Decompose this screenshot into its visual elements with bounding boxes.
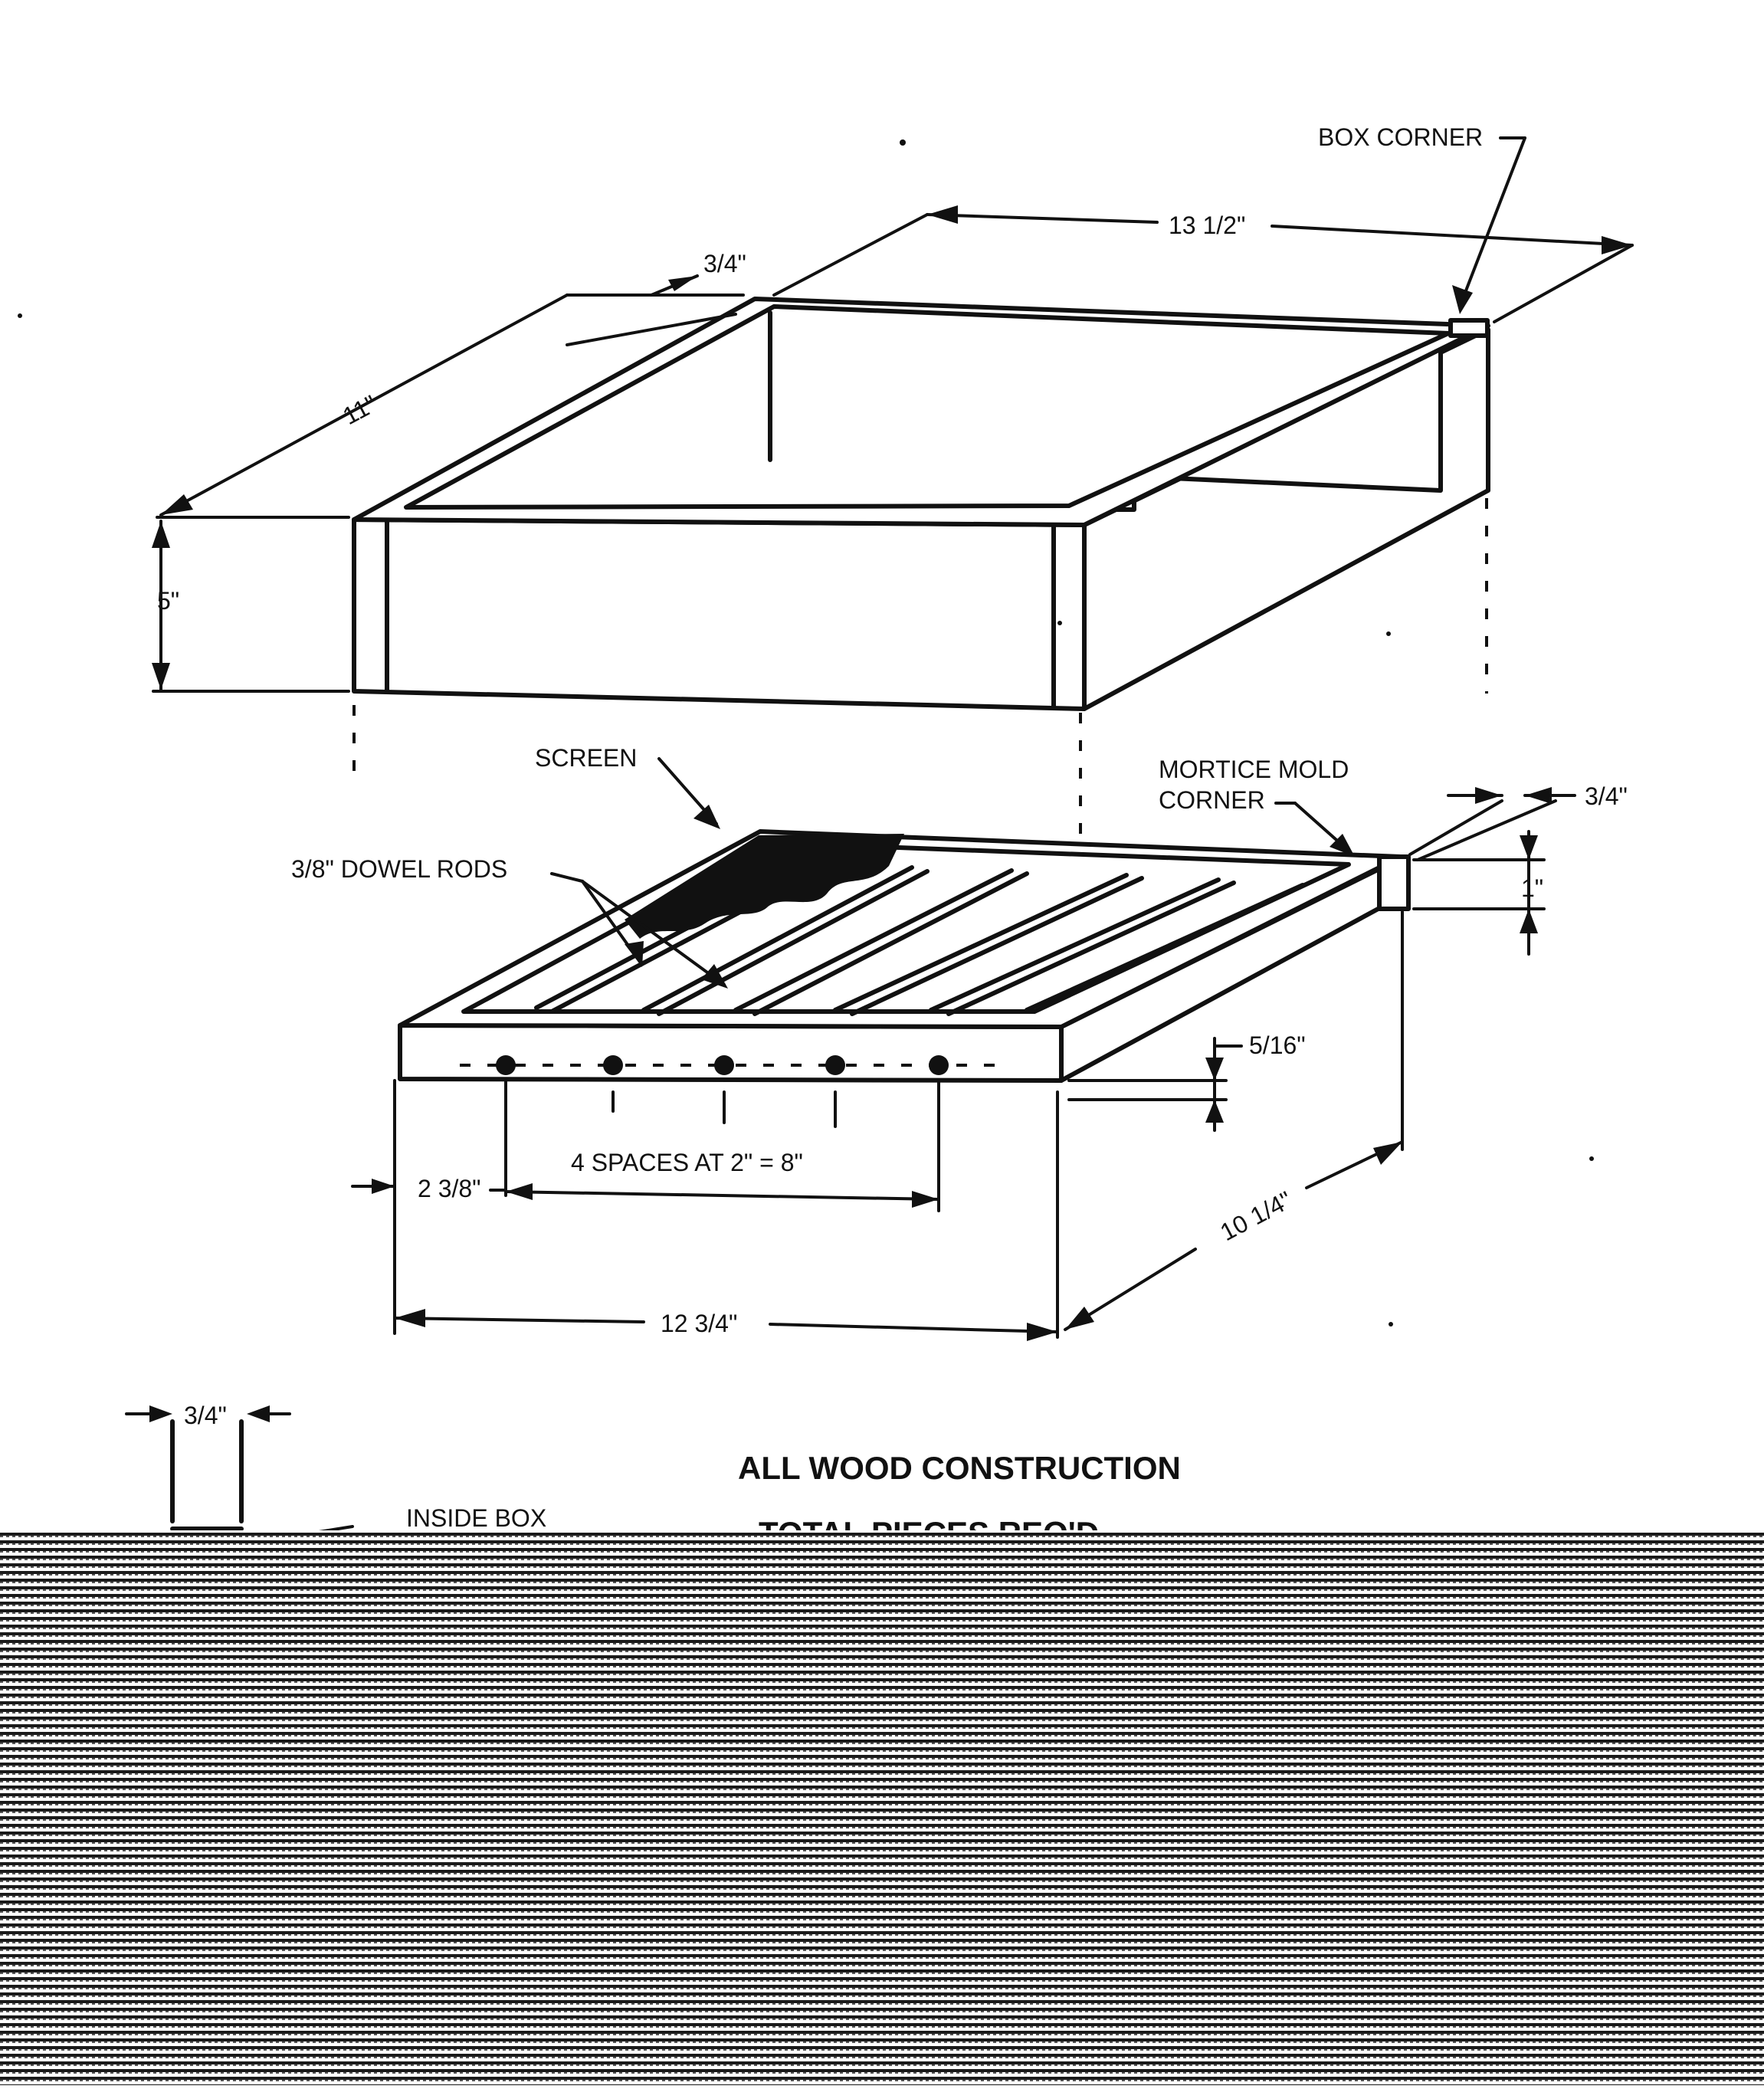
dowel-holes	[460, 1055, 1012, 1075]
mortice-label-line1: MORTICE MOLD	[1159, 756, 1349, 783]
top-length-label: 13 1/2"	[1169, 212, 1245, 239]
section-detail: 3/4" INSIDE BOX	[125, 1402, 546, 1534]
top-height-label: 5"	[157, 587, 179, 615]
screen-callout: SCREEN	[535, 744, 720, 829]
dowel-rods-label: 3/8" DOWEL RODS	[291, 855, 507, 883]
screen-label: SCREEN	[535, 744, 637, 772]
box-corner-callout: BOX CORNER	[1318, 123, 1526, 314]
dimension-right-thickness: 3/4"	[1408, 782, 1628, 861]
mortice-label-line2: CORNER	[1159, 786, 1265, 814]
dimension-left-offset: 2 3/8"	[351, 1079, 507, 1335]
dimension-bottom-length: 12 3/4"	[393, 1090, 1059, 1341]
bottom-depth-label: 10 1/4"	[1215, 1186, 1296, 1246]
construction-heading: ALL WOOD CONSTRUCTION	[738, 1450, 1181, 1486]
left-offset-label: 2 3/8"	[418, 1175, 481, 1202]
right-thickness-label: 3/4"	[1585, 782, 1628, 810]
dimension-frame-height: 1"	[1412, 830, 1546, 956]
dimension-top-length: 13 1/2"	[772, 205, 1634, 323]
inside-box-label: INSIDE BOX	[406, 1504, 546, 1532]
mortice-corner-block	[1377, 854, 1411, 911]
screen-frame	[398, 829, 1411, 1083]
scan-artifact-band	[0, 1530, 1764, 2085]
dimension-top-height: 5"	[152, 520, 350, 693]
frame-height-label: 1"	[1521, 874, 1543, 902]
screen-mesh	[625, 834, 904, 939]
dimension-top-thickness: 3/4"	[566, 250, 746, 346]
top-box	[352, 297, 1490, 711]
top-box-front-face	[352, 517, 1087, 711]
spacing-label: 4 SPACES AT 2" = 8"	[571, 1149, 803, 1176]
dowel-rods-callout: 3/8" DOWEL RODS	[291, 855, 728, 989]
top-depth-label: 11"	[338, 389, 381, 430]
dimension-spacing: 4 SPACES AT 2" = 8"	[504, 1079, 940, 1212]
top-thickness-label: 3/4"	[703, 250, 746, 277]
box-corner-block	[1448, 318, 1490, 338]
dimension-dowel-offset: 5/16"	[1067, 1031, 1306, 1132]
mortice-callout: MORTICE MOLD CORNER	[1159, 756, 1355, 857]
bottom-length-label: 12 3/4"	[661, 1310, 737, 1337]
section-thickness-label: 3/4"	[184, 1402, 227, 1429]
dowel-offset-label: 5/16"	[1249, 1031, 1306, 1059]
box-corner-label: BOX CORNER	[1318, 123, 1483, 151]
